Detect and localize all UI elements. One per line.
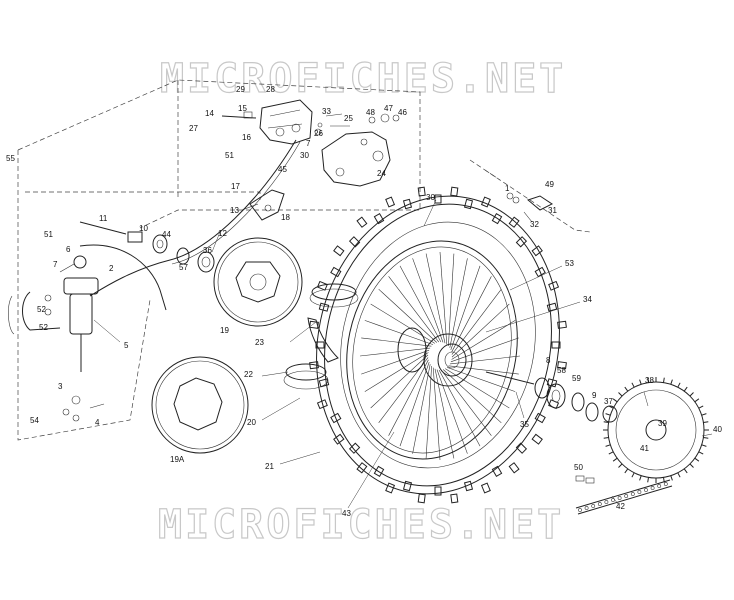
callout-26: 26 (314, 129, 323, 138)
callout-52b: 52 (39, 323, 48, 332)
callout-38: 38 (645, 376, 654, 385)
callout-43: 43 (342, 509, 351, 518)
callout-35: 35 (520, 420, 529, 429)
rear-wheel (309, 186, 567, 504)
watermark-bottom: MICROFICHES.NET (158, 502, 564, 548)
callout-57: 57 (179, 263, 188, 272)
callout-29: 29 (236, 85, 245, 94)
callout-18: 18 (281, 213, 290, 222)
callout-47: 47 (384, 104, 393, 113)
leader-lines (93, 199, 649, 509)
callout-17: 17 (231, 182, 240, 191)
callout-27: 27 (189, 124, 198, 133)
drive-chain (575, 479, 673, 515)
callout-32: 32 (530, 220, 539, 229)
callout-21: 21 (265, 462, 274, 471)
callout-44: 44 (162, 230, 171, 239)
rim-strip-and-tube (283, 283, 359, 390)
callout-48: 48 (366, 108, 375, 117)
callout-46: 46 (398, 108, 407, 117)
callout-59: 59 (572, 374, 581, 383)
callout-2: 2 (109, 264, 114, 273)
callout-24: 24 (377, 169, 386, 178)
callout-28: 28 (266, 85, 275, 94)
callout-30a: 30 (300, 151, 309, 160)
callout-53: 53 (565, 259, 574, 268)
callout-3: 3 (58, 382, 63, 391)
tyre-knobs (309, 186, 567, 504)
callout-42: 42 (616, 502, 625, 511)
callout-55: 55 (6, 154, 15, 163)
brake-hose (79, 139, 301, 311)
callout-34: 34 (583, 295, 592, 304)
callout-58: 58 (557, 366, 566, 375)
callout-54: 54 (30, 416, 39, 425)
callout-19A: 19A (170, 455, 185, 464)
callout-5: 5 (124, 341, 129, 350)
callout-41: 41 (640, 444, 649, 453)
wheel-spokes (359, 251, 521, 461)
rear-brake-caliper (221, 99, 350, 145)
callout-45: 45 (278, 165, 287, 174)
callout-9: 9 (592, 391, 597, 400)
callout-39: 39 (658, 419, 667, 428)
callout-4: 4 (95, 418, 100, 427)
callout-11: 11 (99, 214, 108, 223)
callout-16: 16 (242, 133, 251, 142)
callout-19: 19 (220, 326, 229, 335)
callout-49: 49 (545, 180, 554, 189)
hub-bearings-right (485, 371, 618, 423)
callout-40: 40 (713, 425, 722, 434)
callout-31: 31 (548, 206, 557, 215)
callout-7b: 7 (306, 139, 311, 148)
chain-link-parts (575, 475, 595, 484)
axle-and-spacers (79, 221, 215, 273)
callout-labels: 1 2 3 4 5 6 7 7 8 9 10 11 12 13 14 15 16… (6, 85, 722, 518)
callout-51b: 51 (225, 151, 234, 160)
callout-37: 37 (604, 397, 613, 406)
callout-51a: 51 (44, 230, 53, 239)
callout-12: 12 (218, 229, 227, 238)
brake-disc-alternate (151, 356, 249, 454)
callout-15: 15 (238, 104, 247, 113)
callout-14: 14 (205, 109, 214, 118)
chain-adjuster (506, 192, 553, 223)
callout-23: 23 (255, 338, 264, 347)
callout-13: 13 (230, 206, 239, 215)
caliper-bracket (321, 113, 400, 187)
callout-30b: 30 (426, 193, 435, 202)
callout-6: 6 (66, 245, 71, 254)
callout-1: 1 (505, 184, 510, 193)
callout-25: 25 (344, 114, 353, 123)
callout-52a: 52 (37, 305, 46, 314)
callout-7a: 7 (53, 260, 58, 269)
callout-10: 10 (139, 224, 148, 233)
callout-20: 20 (247, 418, 256, 427)
callout-8: 8 (546, 356, 551, 365)
callout-22: 22 (244, 370, 253, 379)
assembly-boundaries (17, 79, 591, 441)
callout-50: 50 (574, 463, 583, 472)
callout-36: 36 (203, 246, 212, 255)
brake-disc (213, 237, 303, 327)
watermark-top: MICROFICHES.NET (160, 56, 566, 102)
rear-master-cylinder (8, 255, 105, 422)
callout-33: 33 (322, 107, 331, 116)
rear-sprocket (603, 377, 713, 483)
